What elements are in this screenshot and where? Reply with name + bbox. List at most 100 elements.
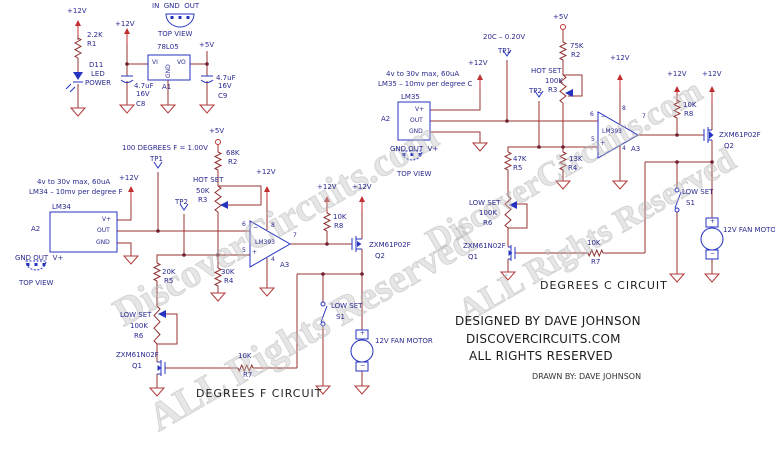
junction-dot: [325, 242, 329, 246]
junction-dot: [156, 229, 160, 233]
mosfet-icon: [508, 250, 513, 256]
switch-icon: [320, 301, 326, 307]
switch-icon: [320, 321, 326, 327]
power-arrow-icon: [477, 74, 483, 80]
wire: [156, 254, 250, 263]
ground-icon: [668, 273, 686, 283]
switch-icon: [674, 191, 682, 209]
mosfet-icon: [357, 241, 362, 247]
package-pin-icon: [186, 16, 190, 19]
ground-icon: [499, 271, 517, 281]
junction-dot: [710, 160, 714, 164]
resistor-symbol: [153, 305, 161, 345]
resistor-symbol: [213, 151, 223, 171]
junction-dot: [561, 145, 565, 149]
motor-icon: [700, 227, 724, 251]
package-pin-icon: [418, 153, 422, 156]
testpoint-icon: [502, 49, 512, 57]
ic-box: [49, 211, 118, 253]
pot-wiper-icon: [509, 201, 517, 209]
testpoint-icon: [534, 90, 544, 98]
motor-terminal-icon: [355, 361, 369, 372]
wire: [117, 242, 132, 256]
power-arrow-icon: [674, 86, 680, 92]
power-arrow-icon: [359, 196, 365, 202]
ground-icon: [314, 385, 332, 395]
junction-dot: [505, 119, 509, 123]
switch-icon: [674, 207, 680, 213]
opamp-icon: [249, 220, 292, 268]
led-ray-icon: [65, 83, 72, 90]
package-pin-icon: [410, 153, 414, 156]
led-ray-icon: [69, 86, 76, 93]
switch-icon: [320, 305, 328, 323]
plus5v-terminal-icon: [560, 24, 566, 30]
resistor-symbol: [73, 37, 83, 59]
package-topview-icon: [165, 13, 195, 28]
ground-icon: [471, 142, 489, 152]
mosfet-icon: [709, 131, 714, 139]
package-pin-icon: [170, 16, 174, 19]
ground-icon: [118, 104, 136, 114]
resistor-symbol: [558, 41, 568, 61]
pot-wiper-icon: [565, 89, 573, 97]
junction-dot: [675, 133, 679, 137]
motor-terminal-icon: [355, 329, 369, 340]
power-arrow-icon: [75, 20, 81, 26]
ic-box: [397, 101, 431, 141]
wire: [430, 80, 481, 111]
wire: [157, 313, 178, 345]
power-arrow-icon: [128, 186, 134, 192]
package-pin-icon: [402, 153, 406, 156]
wire: [117, 192, 132, 221]
resistor-symbol: [152, 262, 162, 282]
resistor-symbol: [587, 248, 604, 258]
package-pin-icon: [178, 16, 182, 19]
resistor-symbol: [504, 195, 512, 229]
resistor-symbol: [559, 74, 567, 104]
power-arrow-icon: [324, 196, 330, 202]
ground-icon: [159, 104, 177, 114]
wire: [218, 185, 262, 206]
junction-dot: [360, 272, 364, 276]
ground-icon: [703, 273, 721, 283]
junction-dot: [125, 62, 129, 66]
ground-icon: [554, 180, 572, 190]
power-arrow-icon: [124, 28, 130, 34]
resistor-symbol: [237, 363, 254, 373]
package-pin-icon: [26, 263, 30, 266]
ground-icon: [148, 387, 166, 397]
junction-dot: [182, 253, 186, 257]
switch-icon: [674, 187, 680, 193]
resistor-symbol: [503, 151, 513, 171]
junction-dot: [321, 272, 325, 276]
pot-wiper-icon: [158, 310, 166, 318]
ic-box: [147, 54, 191, 81]
resistor-symbol: [672, 99, 682, 119]
junction-dot: [675, 160, 679, 164]
capacitor-icon: [120, 79, 134, 83]
power-arrow-icon: [264, 186, 270, 192]
testpoint-icon: [179, 203, 189, 211]
junction-dot: [537, 145, 541, 149]
opamp-icon: [597, 111, 640, 159]
junction-dot: [205, 62, 209, 66]
resistor-symbol: [322, 212, 332, 232]
ground-icon: [69, 107, 87, 117]
ground-icon: [611, 180, 629, 190]
wire: [507, 146, 598, 152]
power-arrow-icon: [617, 74, 623, 80]
ground-icon: [353, 385, 371, 395]
motor-icon: [350, 339, 374, 363]
resistor-symbol: [214, 185, 222, 213]
resistor-symbol: [558, 151, 568, 171]
power-arrow-icon: [709, 86, 715, 92]
capacitor-icon: [200, 79, 214, 83]
ground-icon: [209, 292, 227, 302]
wire: [430, 131, 481, 143]
ground-icon: [122, 255, 140, 265]
ground-icon: [198, 104, 216, 114]
junction-dot: [216, 253, 220, 257]
